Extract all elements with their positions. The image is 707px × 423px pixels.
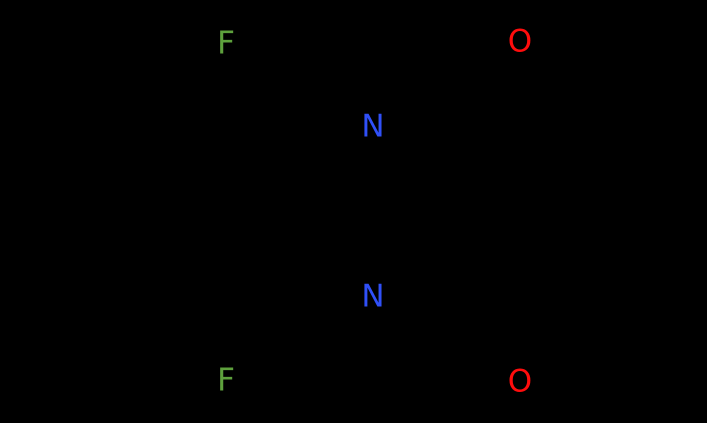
atom-fluorine-top: F bbox=[217, 25, 235, 62]
atom-nitrogen-bottom: N bbox=[361, 278, 385, 315]
atom-oxygen-bottom: O bbox=[507, 363, 533, 400]
atom-oxygen-top: O bbox=[507, 23, 533, 60]
atom-fluorine-bottom: F bbox=[217, 362, 235, 399]
atom-nitrogen-top: N bbox=[361, 108, 385, 145]
